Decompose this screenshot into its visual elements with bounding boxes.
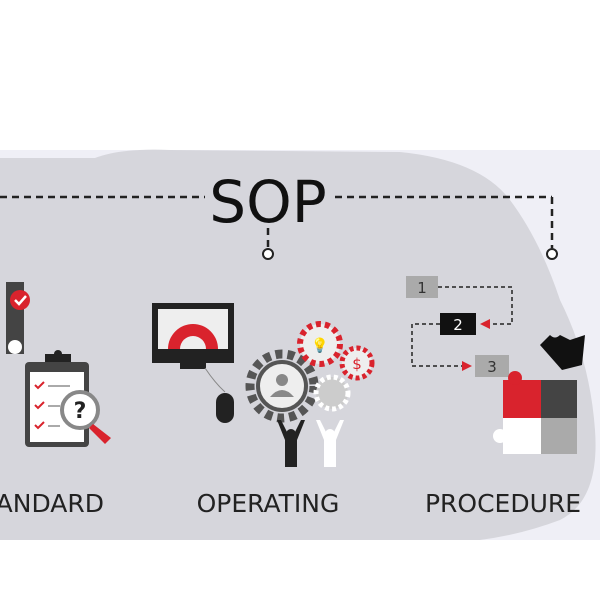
node-circle xyxy=(546,248,558,260)
step-3: 3 xyxy=(487,358,497,376)
monitor-gear-icon xyxy=(152,303,234,369)
gray-blob xyxy=(0,149,596,540)
checklist-binder-icon xyxy=(6,282,30,354)
sop-title: SOP xyxy=(209,168,326,236)
label-operating: OPERATING xyxy=(197,489,340,518)
label-procedure: PROCEDURE xyxy=(425,489,581,518)
svg-text:?: ? xyxy=(74,399,87,424)
step-2: 2 xyxy=(453,316,463,334)
svg-text:💡: 💡 xyxy=(311,337,328,354)
gears-icon: 💡 $ xyxy=(245,321,375,423)
connector-lines xyxy=(0,195,554,248)
puzzle-icon xyxy=(493,335,585,454)
step-1: 1 xyxy=(417,279,427,297)
svg-text:$: $ xyxy=(352,355,362,373)
node-circle xyxy=(262,248,274,260)
people-icon xyxy=(277,420,344,467)
label-standard: ANDARD xyxy=(0,489,104,518)
mouse-icon xyxy=(204,367,234,423)
clipboard-question-icon: ? xyxy=(25,350,111,447)
steps-flow-icon: 1 2 3 xyxy=(406,276,513,377)
